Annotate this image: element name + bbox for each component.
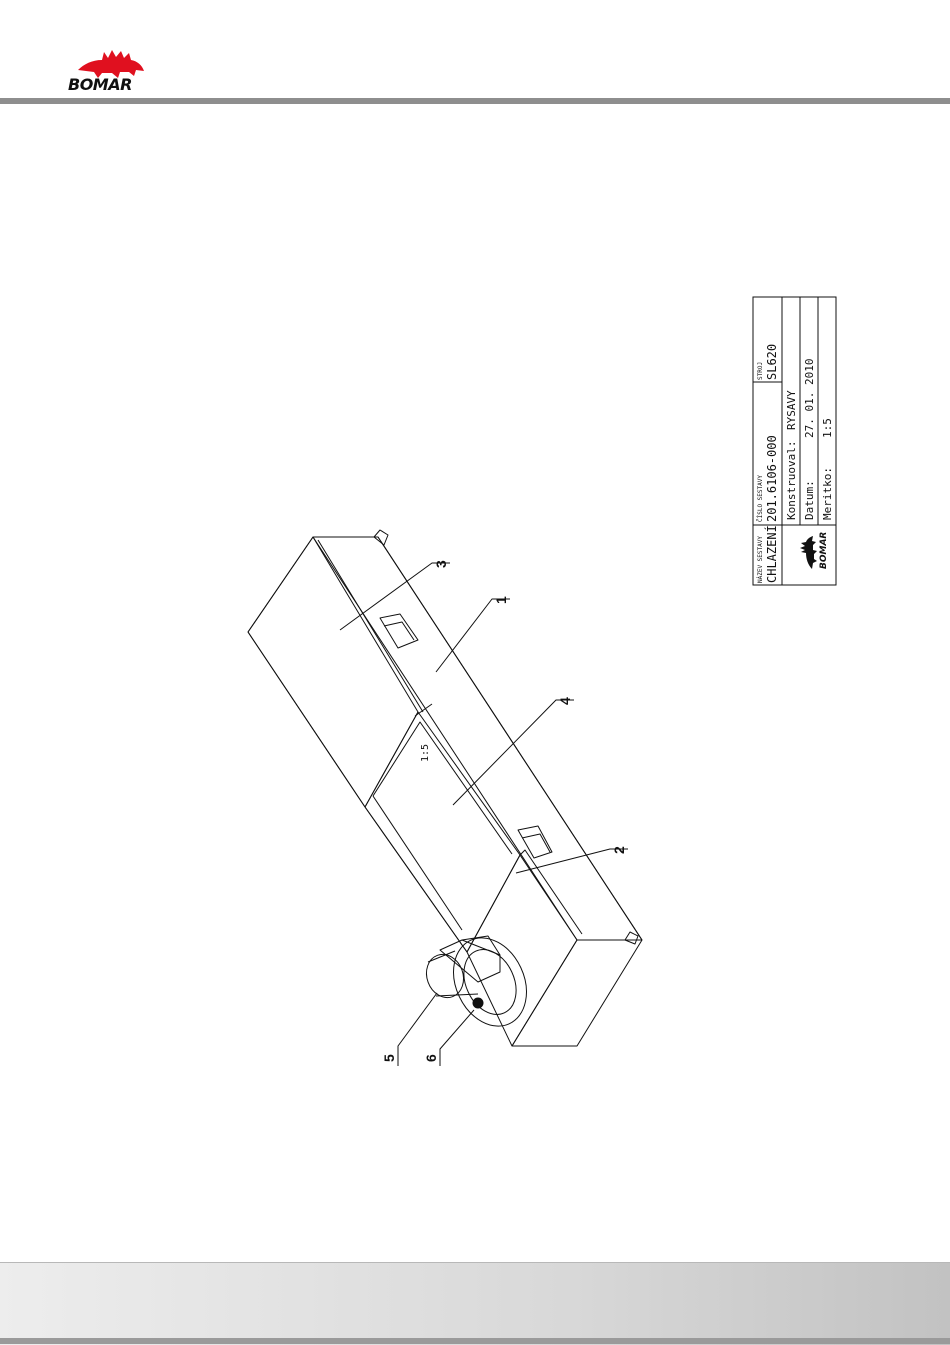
tb-name-value: CHLAZENÍ [764, 525, 779, 583]
tb-designer-label: Konstruoval: [785, 441, 798, 520]
tb-machine-label: STROJ [757, 362, 764, 380]
tb-scale-value: 1:5 [821, 418, 834, 438]
tray-top-edge [313, 537, 642, 940]
lower-cover [467, 855, 577, 1046]
handle-upper [380, 614, 418, 648]
title-block: NÁZEV SESTAVY CHLAZENÍ ČÍSLO SESTAVY 201… [753, 297, 836, 585]
callout-2: 2 [611, 846, 627, 854]
callout-5: 5 [381, 1054, 397, 1062]
tb-scale-label: Meritko: [821, 467, 834, 520]
upper-cover [248, 537, 418, 807]
leader-6 [440, 1010, 474, 1066]
tb-logo-text: BOMAR [819, 532, 829, 569]
leader-1 [436, 599, 510, 672]
footer-band [0, 1262, 950, 1345]
tb-date-label: Datum: [803, 480, 816, 520]
tab-bottom [625, 932, 638, 944]
leader-3 [340, 563, 450, 630]
callout-4: 4 [557, 697, 573, 705]
tb-machine-value: SL620 [765, 344, 779, 380]
tb-designer-value: RYSAVY [785, 390, 798, 430]
tb-number-value: 201.6106-000 [765, 435, 779, 522]
leader-4 [453, 700, 574, 805]
tb-date-value: 27. 01. 2010 [803, 359, 816, 438]
tb-name-label: NÁZEV SESTAVY [757, 536, 764, 583]
fitting [473, 998, 483, 1008]
handle-lower [518, 826, 552, 858]
callout-3: 3 [433, 560, 449, 568]
tray-end-face [512, 940, 642, 1046]
callout-1: 1 [493, 596, 509, 604]
tb-number-label: ČÍSLO SESTAVY [756, 475, 764, 522]
footer-rule [0, 1338, 950, 1344]
scale-note: 1:5 [420, 744, 431, 762]
callout-6: 6 [423, 1054, 439, 1062]
